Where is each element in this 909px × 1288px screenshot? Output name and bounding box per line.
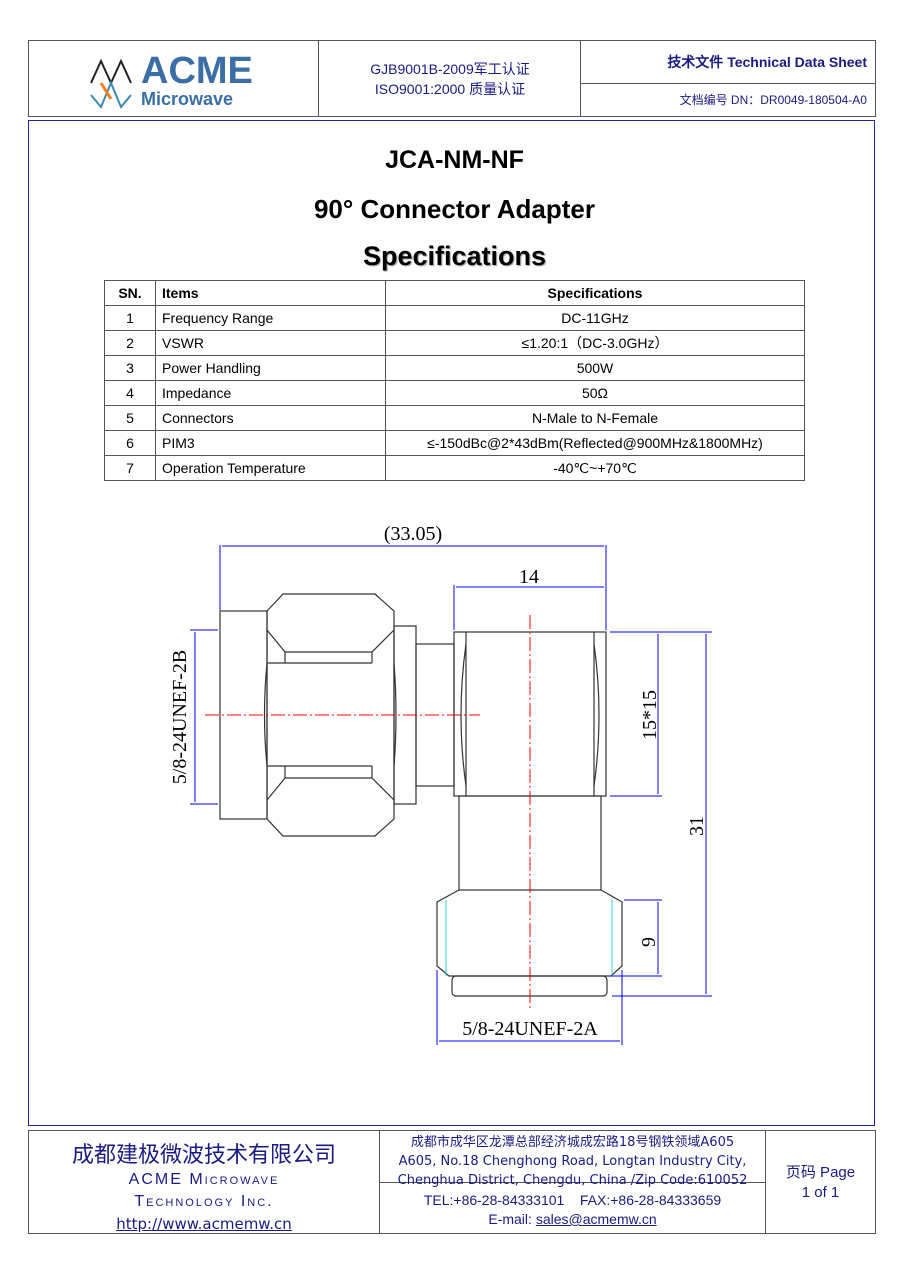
item-cell: Impedance <box>155 380 386 406</box>
header: ACME Microwave GJB9001B-2009军工认证 ISO9001… <box>28 40 876 117</box>
logo-wave-icon <box>90 58 132 109</box>
cert-gjb: GJB9001B-2009军工认证 <box>370 61 530 77</box>
dim-body-width: 14 <box>519 566 539 588</box>
col-items: Items <box>155 280 386 306</box>
item-cell: Frequency Range <box>155 305 386 331</box>
model-title: JCA-NM-NF <box>385 146 524 174</box>
spec-cell: -40℃~+70℃ <box>385 455 805 481</box>
address-en-2: Chenghua District, Chengdu, China /Zip C… <box>397 1173 748 1188</box>
spec-cell: ≤-150dBc@2*43dBm(Reflected@900MHz&1800MH… <box>385 430 805 456</box>
section-title: Specifications <box>362 241 547 271</box>
item-cell: VSWR <box>155 330 386 356</box>
col-specs: Specifications <box>385 280 805 306</box>
dimension-lines <box>190 545 712 1045</box>
dim-overall-length: (33.05) <box>384 523 442 545</box>
sn-cell: 4 <box>104 380 156 406</box>
spec-cell: 50Ω <box>385 380 805 406</box>
email-line: E-mail: sales@acmemw.cn <box>380 1210 765 1229</box>
sn-cell: 2 <box>104 330 156 356</box>
footer: 成都建极微波技术有限公司 ACME Microwave Technology I… <box>28 1130 876 1234</box>
sn-cell: 6 <box>104 430 156 456</box>
dim-height: 31 <box>686 816 708 836</box>
logo-subtext: Microwave <box>141 89 234 109</box>
item-cell: Power Handling <box>155 355 386 381</box>
spec-cell: DC-11GHz <box>385 305 805 331</box>
content-frame <box>28 120 875 1126</box>
tel-fax: TEL:+86-28-84333101 FAX:+86-28-84333659 <box>423 1192 722 1208</box>
spec-cell: ≤1.20:1（DC-3.0GHz） <box>385 330 805 356</box>
email-label: E-mail: <box>488 1211 536 1227</box>
connector-drawing: (33.05) 14 5/8-24UNEF-2B 15*15 31 9 5/8-… <box>169 523 712 1045</box>
col-sn: SN. <box>104 280 156 306</box>
sn-cell: 1 <box>104 305 156 331</box>
doc-type: 技术文件 Technical Data Sheet <box>581 41 875 84</box>
sn-cell: 7 <box>104 455 156 481</box>
dim-nut-height: 9 <box>638 937 660 947</box>
spec-cell: 500W <box>385 355 805 381</box>
connector-outline <box>219 593 623 997</box>
item-cell: Operation Temperature <box>155 455 386 481</box>
cert-iso: ISO9001:2000 质量认证 <box>374 81 526 97</box>
spec-cell: N-Male to N-Female <box>385 405 805 431</box>
certifications: GJB9001B-2009军工认证 ISO9001:2000 质量认证 <box>319 59 581 99</box>
page-number: 1 of 1 <box>801 1184 840 1201</box>
logo-text: ACME <box>141 50 253 92</box>
product-title: 90° Connector Adapter <box>313 194 596 224</box>
doc-number: 文档编号 DN：DR0049-180504-A0 <box>679 93 867 107</box>
dim-thread-left: 5/8-24UNEF-2B <box>169 650 191 784</box>
dim-thread-bottom: 5/8-24UNEF-2A <box>462 1018 598 1040</box>
company-name-en-2: Technology Inc. <box>134 1193 274 1210</box>
acme-logo: ACME Microwave <box>89 47 269 111</box>
page-label: 页码 Page <box>785 1164 856 1181</box>
center-lines <box>205 615 531 1010</box>
company-name-cn: 成都建极微波技术有限公司 <box>71 1142 336 1167</box>
address-en-1: A605, No.18 Chenghong Road, Longtan Indu… <box>398 1154 747 1169</box>
sn-cell: 3 <box>104 355 156 381</box>
thread-lines <box>445 900 613 976</box>
item-cell: Connectors <box>155 405 386 431</box>
dim-hex: 15*15 <box>639 690 661 740</box>
address-cn: 成都市成华区龙潭总部经济城成宏路18号钢铁领域A605 <box>410 1135 735 1150</box>
item-cell: PIM3 <box>155 430 386 456</box>
sn-cell: 5 <box>104 405 156 431</box>
company-name-en: ACME Microwave <box>128 1171 280 1188</box>
website-link[interactable]: http://www.acmemw.cn <box>116 1215 292 1233</box>
email-link[interactable]: sales@acmemw.cn <box>535 1211 657 1227</box>
table-header: SN. Items Specifications <box>104 280 805 306</box>
